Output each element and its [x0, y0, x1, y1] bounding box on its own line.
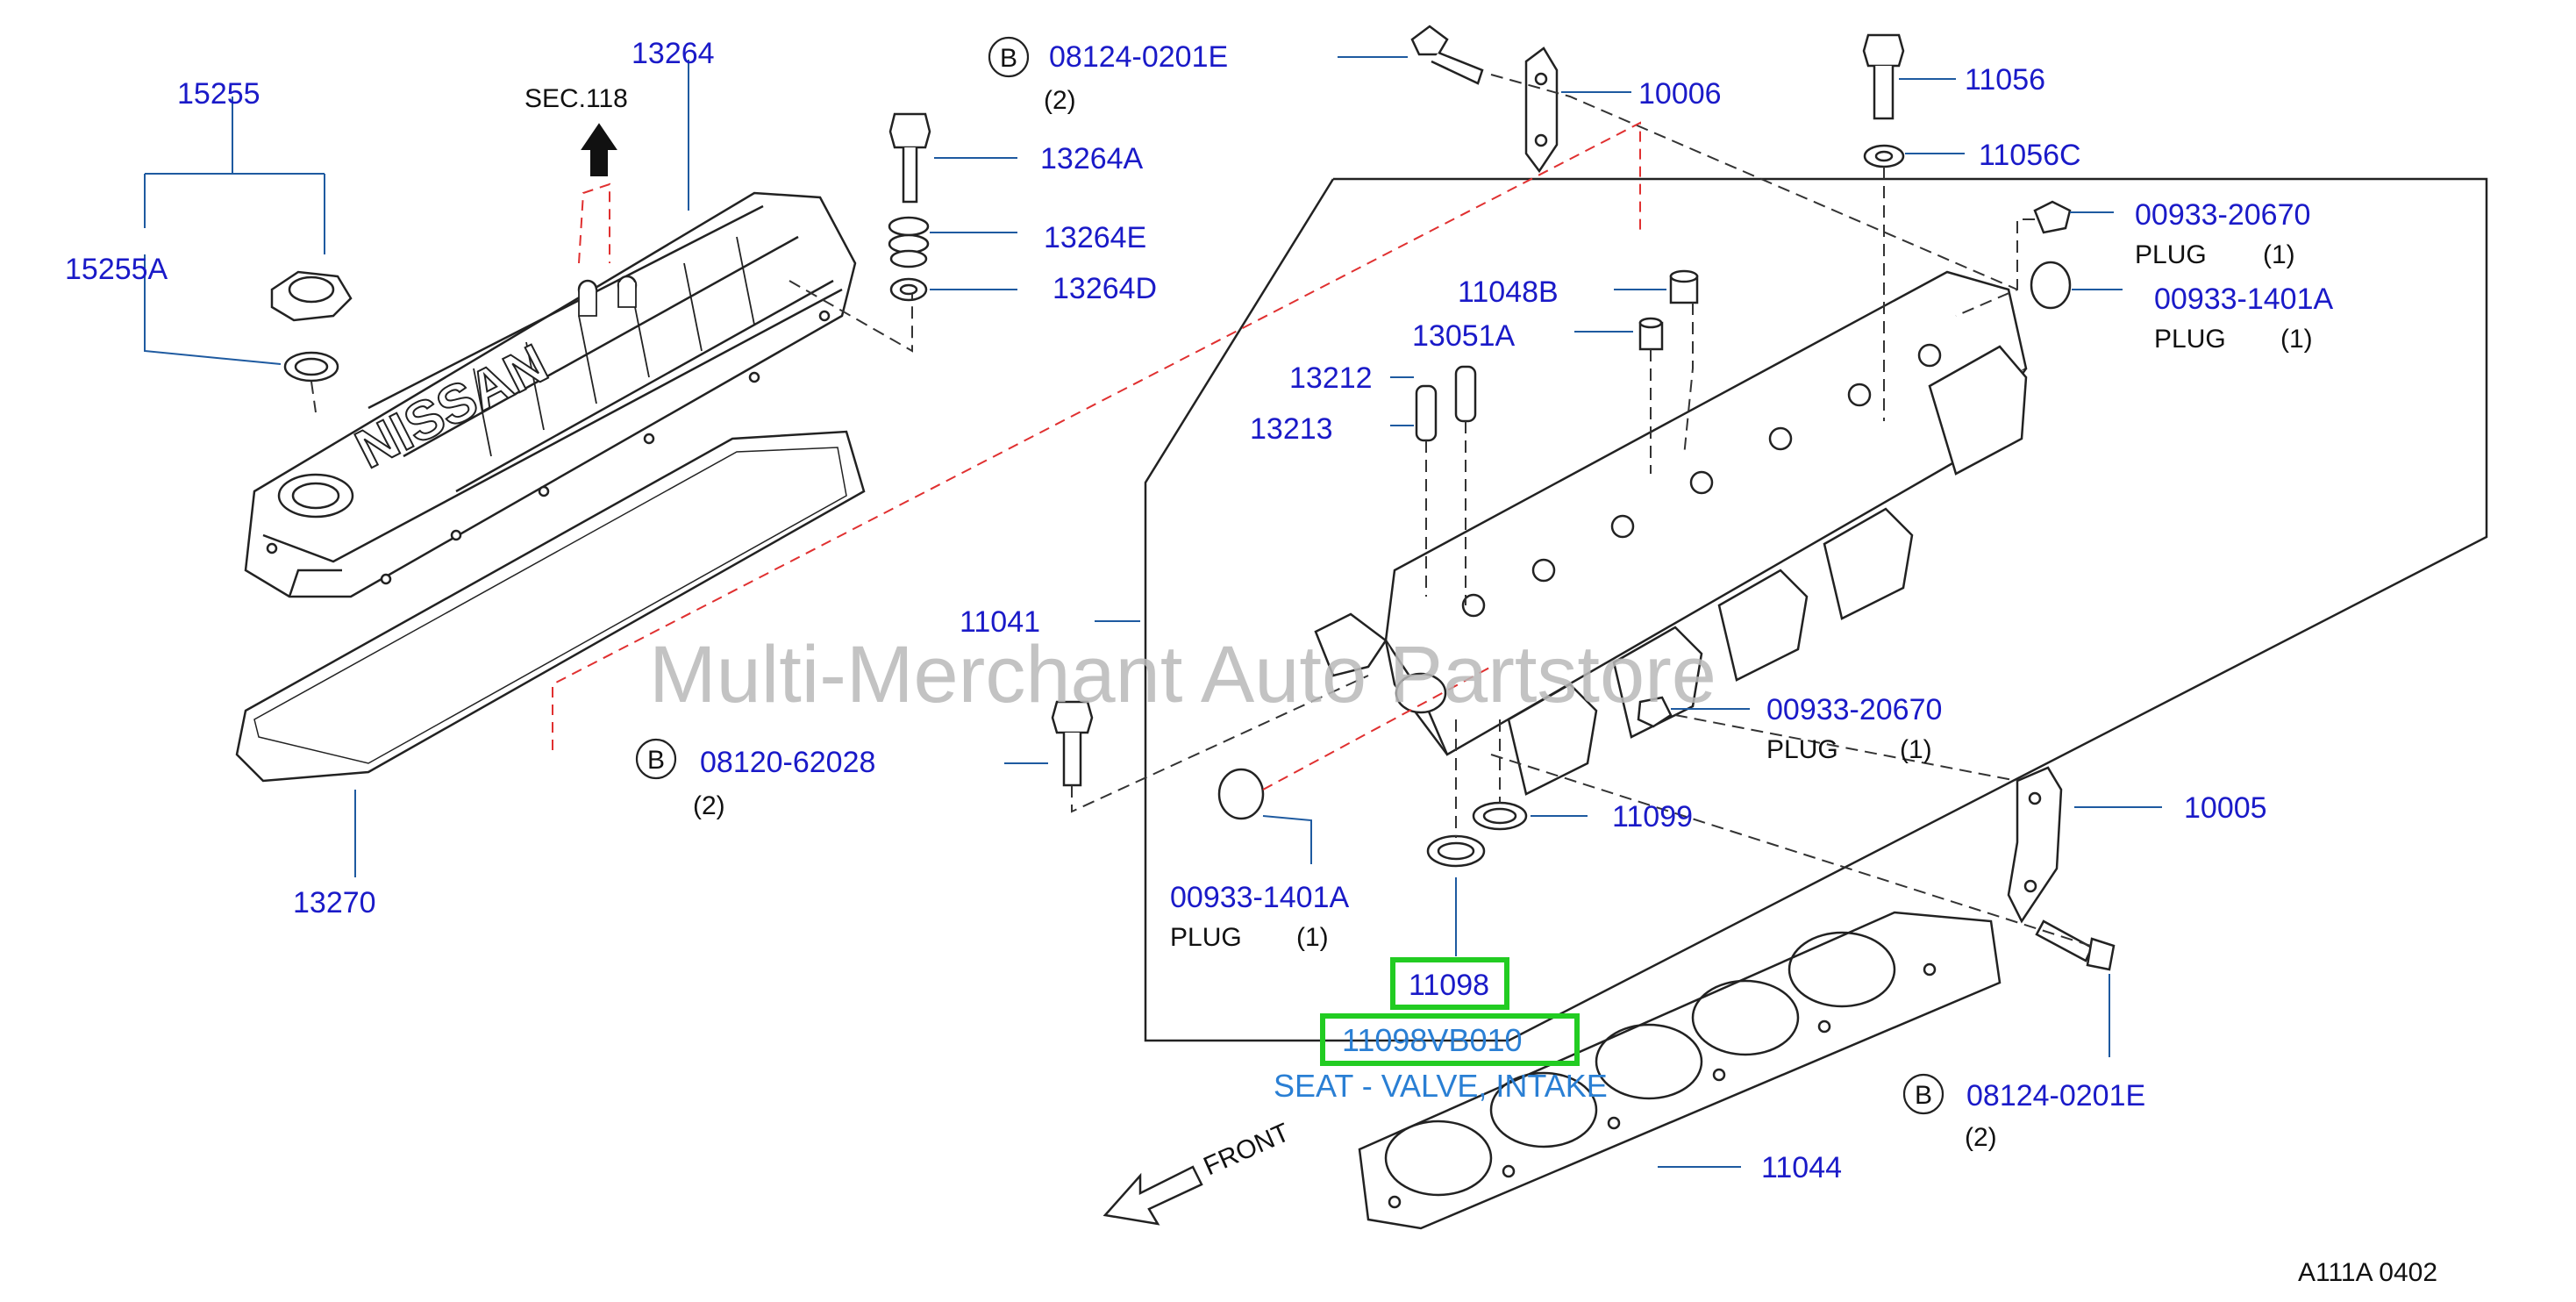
label-15255a: 15255A — [65, 253, 168, 286]
dashed-lines — [310, 74, 2097, 948]
label-08124-0201e-top: 08124-0201E — [1049, 40, 1228, 74]
label-13264a: 13264A — [1040, 142, 1144, 175]
b-callouts — [635, 36, 1944, 1115]
grommet-13264e — [888, 216, 930, 268]
label-plug-d: PLUG — [1170, 923, 1242, 952]
label-11099: 11099 — [1612, 800, 1693, 833]
label-00933-20670-top: 00933-20670 — [2135, 198, 2310, 232]
label-13051a: 13051A — [1412, 319, 1516, 353]
bracket-10005 — [2007, 766, 2063, 924]
label-plug-qty-d: (1) — [1296, 923, 1329, 952]
b-letter-1: B — [1000, 44, 1017, 73]
label-plug-a: PLUG — [2135, 240, 2207, 269]
label-seat-valve-intake: SEAT - VALVE, INTAKE — [1274, 1068, 1608, 1104]
plug-00933-20670-mid — [1637, 696, 1673, 728]
head-frame — [1144, 177, 2488, 1042]
seal-13051a — [1638, 317, 1664, 351]
leader-lines — [144, 56, 2162, 1168]
bolt-08120-62028 — [1051, 700, 1094, 787]
label-11048b: 11048B — [1458, 275, 1559, 309]
label-11098vb010: 11098VB010 — [1342, 1022, 1523, 1058]
bolt-08124-top — [1410, 25, 1484, 85]
label-plug-qty-b: (1) — [2280, 325, 2313, 354]
oil-filler-cap — [270, 270, 353, 383]
label-10006: 10006 — [1638, 77, 1722, 111]
highlight-box-11098 — [1390, 957, 1509, 1010]
label-plug-qty-a: (1) — [2263, 240, 2295, 269]
seat-11098 — [1426, 834, 1486, 868]
label-08124-0201e-bottom: 08124-0201E — [1966, 1079, 2145, 1112]
label-13212: 13212 — [1289, 361, 1373, 395]
b-circle-3 — [1902, 1073, 1944, 1115]
label-15255: 15255 — [177, 77, 260, 111]
seal-11099 — [1472, 801, 1528, 831]
label-11044: 11044 — [1761, 1151, 1842, 1184]
head-gasket-11044 — [1358, 911, 2002, 1230]
bolt-08124-bottom — [2035, 919, 2116, 971]
label-11098: 11098 — [1409, 969, 1489, 1002]
sec118-arrow-icon — [581, 123, 617, 176]
red-dashed-lines — [552, 121, 1641, 790]
label-13264e: 13264E — [1044, 221, 1146, 254]
label-qty-2-mid: (2) — [693, 791, 725, 820]
label-11056c: 11056C — [1979, 139, 2081, 172]
b-letter-3: B — [1915, 1081, 1932, 1110]
b-letter-2: B — [647, 746, 665, 775]
bracket-10006 — [1524, 46, 1559, 174]
washer-11056c — [1863, 144, 1905, 168]
label-plug-qty-c: (1) — [1900, 735, 1932, 764]
plug-00933-20670-top — [2033, 200, 2072, 234]
highlight-box-11098vb010 — [1320, 1013, 1580, 1066]
label-13264: 13264 — [632, 37, 715, 70]
valve-guides — [1415, 365, 1477, 442]
cap-11048b — [1669, 269, 1699, 304]
label-qty-2-bottom: (2) — [1965, 1123, 1997, 1152]
label-11041: 11041 — [960, 605, 1040, 639]
label-plug-b: PLUG — [2154, 325, 2226, 354]
rocker-cover — [244, 191, 857, 598]
label-00933-1401a-top: 00933-1401A — [2154, 283, 2334, 316]
label-plug-c: PLUG — [1766, 735, 1838, 764]
rocker-cover-gasket — [235, 430, 866, 783]
label-00933-1401a-bottom: 00933-1401A — [1170, 881, 1350, 914]
label-10005: 10005 — [2184, 791, 2267, 825]
front-arrow-icon — [1102, 1165, 1203, 1226]
label-08120-62028: 08120-62028 — [700, 746, 875, 779]
b-circle-1 — [988, 36, 1030, 78]
label-front: FRONT — [1199, 1118, 1294, 1181]
label-13264d: 13264D — [1053, 272, 1157, 305]
label-13213: 13213 — [1250, 412, 1333, 446]
label-11056: 11056 — [1965, 63, 2045, 97]
plug-00933-1401a-bottom — [1217, 768, 1265, 820]
label-sec118: SEC.118 — [524, 84, 628, 113]
label-qty-2-top: (2) — [1044, 86, 1076, 115]
washer-13264d — [889, 277, 928, 302]
diagram-code: A111A 0402 — [2298, 1258, 2437, 1287]
plug-00933-1401a-top — [2030, 261, 2072, 310]
watermark-text: Multi-Merchant Auto Partstore — [649, 630, 1716, 719]
b-circle-2 — [635, 738, 677, 780]
label-13270: 13270 — [293, 886, 376, 919]
bolt-11056 — [1862, 33, 1905, 120]
cover-bolt-13264a — [888, 112, 931, 204]
label-00933-20670-mid: 00933-20670 — [1766, 693, 1942, 726]
